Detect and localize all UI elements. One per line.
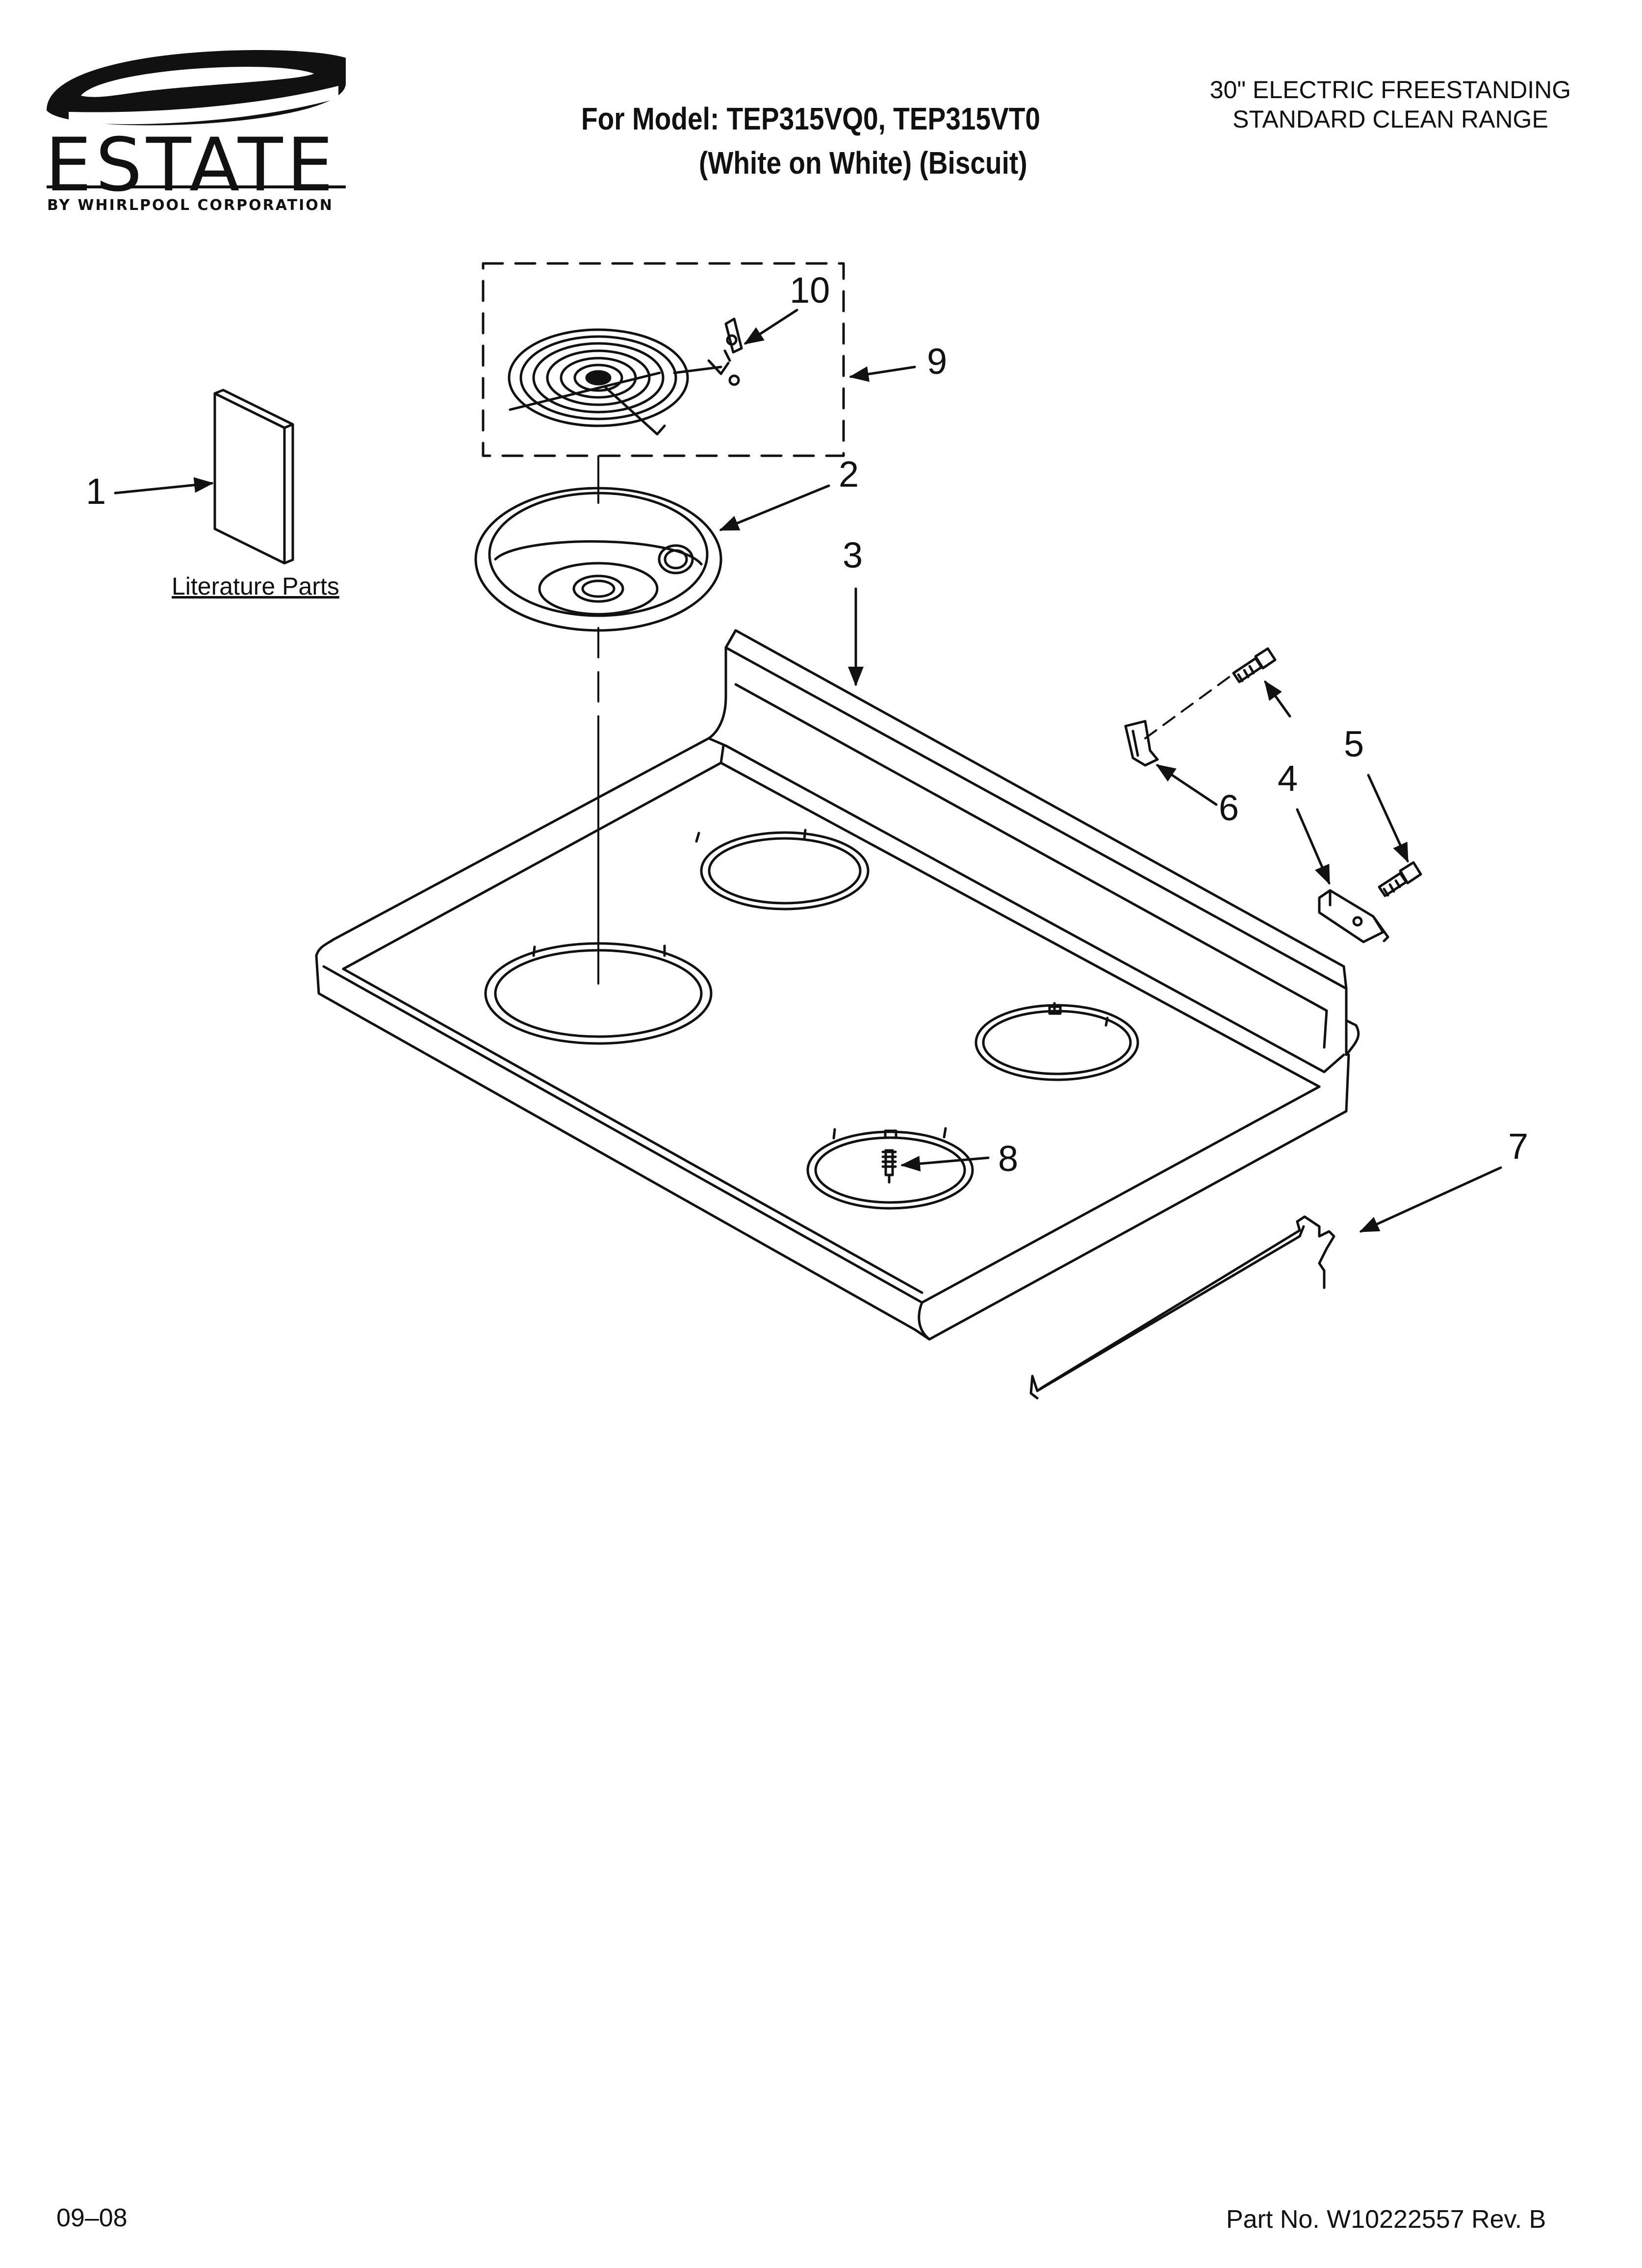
screw-5-upper — [1233, 649, 1275, 682]
callout-2: 2 — [839, 454, 859, 495]
footer-part-number: Part No. W10222557 Rev. B — [1226, 2205, 1546, 2234]
burner-opening-front-left — [486, 943, 711, 1043]
callout-10: 10 — [790, 270, 830, 311]
callout-1: 1 — [86, 471, 106, 512]
screw-5-lower — [1379, 862, 1421, 896]
literature-parts-label: Literature Parts — [172, 573, 339, 600]
callout-8: 8 — [998, 1138, 1019, 1179]
range-type-line-1: 30" ELECTRIC FREESTANDING — [1209, 76, 1571, 104]
surface-element-coil — [509, 319, 742, 434]
surface-element-group-box — [483, 263, 844, 456]
callout-4: 4 — [1278, 758, 1298, 799]
burner-opening-rear-left — [701, 833, 868, 909]
mounting-clip-6 — [1126, 721, 1157, 765]
estate-logo-swoosh — [47, 50, 346, 188]
callout-5: 5 — [1344, 724, 1364, 764]
drip-bowl — [476, 488, 721, 630]
literature-booklet — [215, 390, 293, 563]
cooktop-panel — [316, 630, 1359, 1339]
callout-9: 9 — [927, 341, 948, 382]
wire-bracket-7 — [1031, 1217, 1334, 1398]
footer-date: 09–08 — [56, 2204, 128, 2232]
range-type-line-2: STANDARD CLEAN RANGE — [1232, 105, 1548, 133]
callout-3: 3 — [843, 535, 863, 575]
model-line-2: (White on White) (Biscuit) — [699, 145, 1027, 181]
bracket-4 — [1319, 890, 1388, 942]
model-line-1: For Model: TEP315VQ0, TEP315VT0 — [581, 101, 1040, 136]
brand-tagline: BY WHIRLPOOL CORPORATION — [47, 197, 334, 214]
leader-lines — [115, 310, 1501, 1231]
callout-6: 6 — [1219, 787, 1239, 828]
brand-wordmark: ESTATE — [45, 123, 337, 208]
clip-screw-dashed-line — [1145, 672, 1236, 738]
burner-opening-front-right — [808, 1132, 973, 1208]
callout-7: 7 — [1508, 1126, 1529, 1167]
screw-8 — [883, 1150, 896, 1182]
burner-opening-rear-right — [976, 1005, 1138, 1080]
